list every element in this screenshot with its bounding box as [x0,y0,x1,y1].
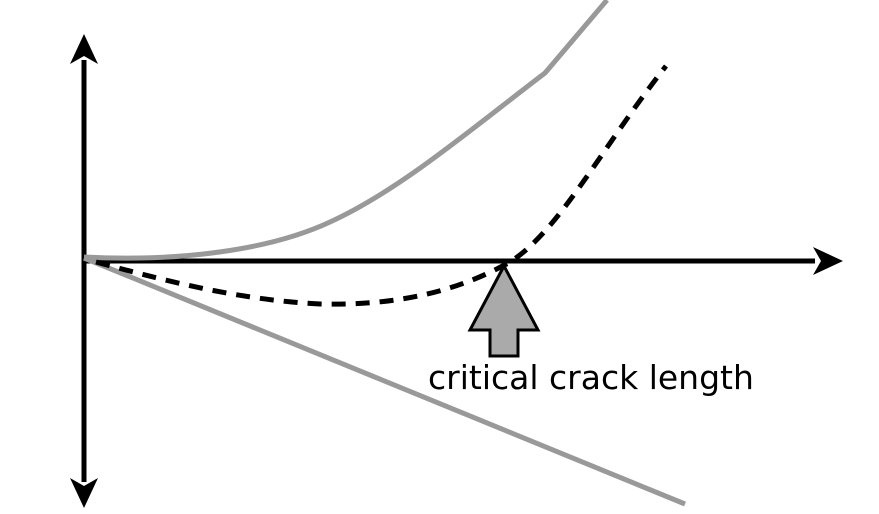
horizontal-axis-right-arrowhead [813,247,843,275]
vertical-axis-top-arrowhead [70,34,98,64]
critical-point-arrow [467,262,541,358]
dashed-total-curve [95,64,668,307]
lower-gray-line [83,255,686,507]
upper-gray-curve [83,0,609,261]
critical-crack-length-label: critical crack length [428,358,754,397]
vertical-axis-bottom-arrowhead [70,478,98,508]
